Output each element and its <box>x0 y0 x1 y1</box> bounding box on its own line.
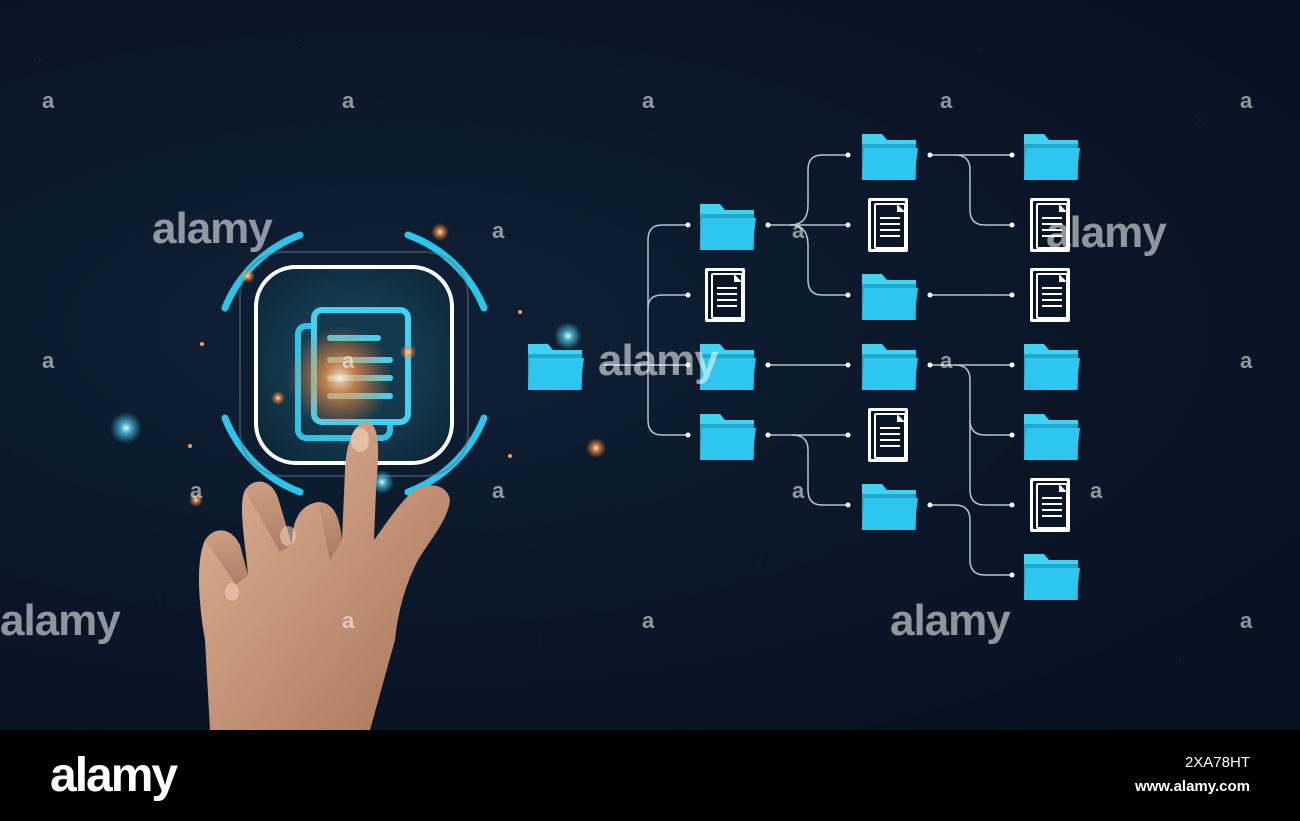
watermark-text: a <box>1240 88 1252 113</box>
footer-logo: alamy <box>50 749 178 802</box>
watermark-text: a <box>1240 608 1252 633</box>
folder-icon[interactable] <box>1024 134 1080 180</box>
folder-icon[interactable] <box>700 414 756 460</box>
document-icon[interactable] <box>1029 477 1071 533</box>
stock-footer-bar: alamy 2XA78HT www.alamy.com <box>0 730 1300 821</box>
diagram-canvas <box>39 39 1201 730</box>
folder-icon[interactable] <box>1024 414 1080 460</box>
footer-url-link[interactable]: www.alamy.com <box>1134 778 1250 795</box>
background-dots <box>39 39 1201 661</box>
folder-icon[interactable] <box>862 134 918 180</box>
watermark-text: alamy <box>0 596 121 645</box>
tech-illustration-scene: alamy alamy alamy alamy alamy a a a a a … <box>0 0 1300 730</box>
document-icon[interactable] <box>704 267 746 323</box>
folder-icon[interactable] <box>528 344 584 390</box>
hand <box>198 421 450 730</box>
watermark-text: a <box>492 478 504 503</box>
document-icon[interactable] <box>1029 267 1071 323</box>
image-id-label: 2XA78HT <box>1184 754 1250 771</box>
watermark-text: alamy <box>1046 208 1167 257</box>
central-copy-tile[interactable] <box>221 231 488 496</box>
folder-icon[interactable] <box>862 344 918 390</box>
folder-icon[interactable] <box>700 204 756 250</box>
watermark-text: a <box>42 348 54 373</box>
connector-dots <box>685 152 1015 578</box>
watermark-text: a <box>1090 478 1102 503</box>
document-icon[interactable] <box>867 197 909 253</box>
folder-icon[interactable] <box>862 274 918 320</box>
watermark-text: a <box>792 218 804 243</box>
watermark-text: a <box>642 608 654 633</box>
watermark-text: a <box>792 478 804 503</box>
watermark-text: a <box>940 348 952 373</box>
watermark-text: a <box>492 218 504 243</box>
folder-icon[interactable] <box>862 484 918 530</box>
watermark-text: a <box>342 608 354 633</box>
tree-connectors <box>604 154 1012 576</box>
watermark-text: a <box>940 88 952 113</box>
watermark-text: a <box>342 88 354 113</box>
folder-icon[interactable] <box>1024 344 1080 390</box>
folder-icon[interactable] <box>1024 554 1080 600</box>
watermark-text: a <box>1240 348 1252 373</box>
watermark-text: a <box>42 88 54 113</box>
watermark-text: alamy <box>890 596 1011 645</box>
watermark-text: a <box>642 88 654 113</box>
watermark-text: a <box>190 478 202 503</box>
watermark-text: alamy <box>152 204 273 253</box>
watermark-text: a <box>342 348 354 373</box>
watermark-text: alamy <box>598 336 719 385</box>
document-icon[interactable] <box>867 407 909 463</box>
